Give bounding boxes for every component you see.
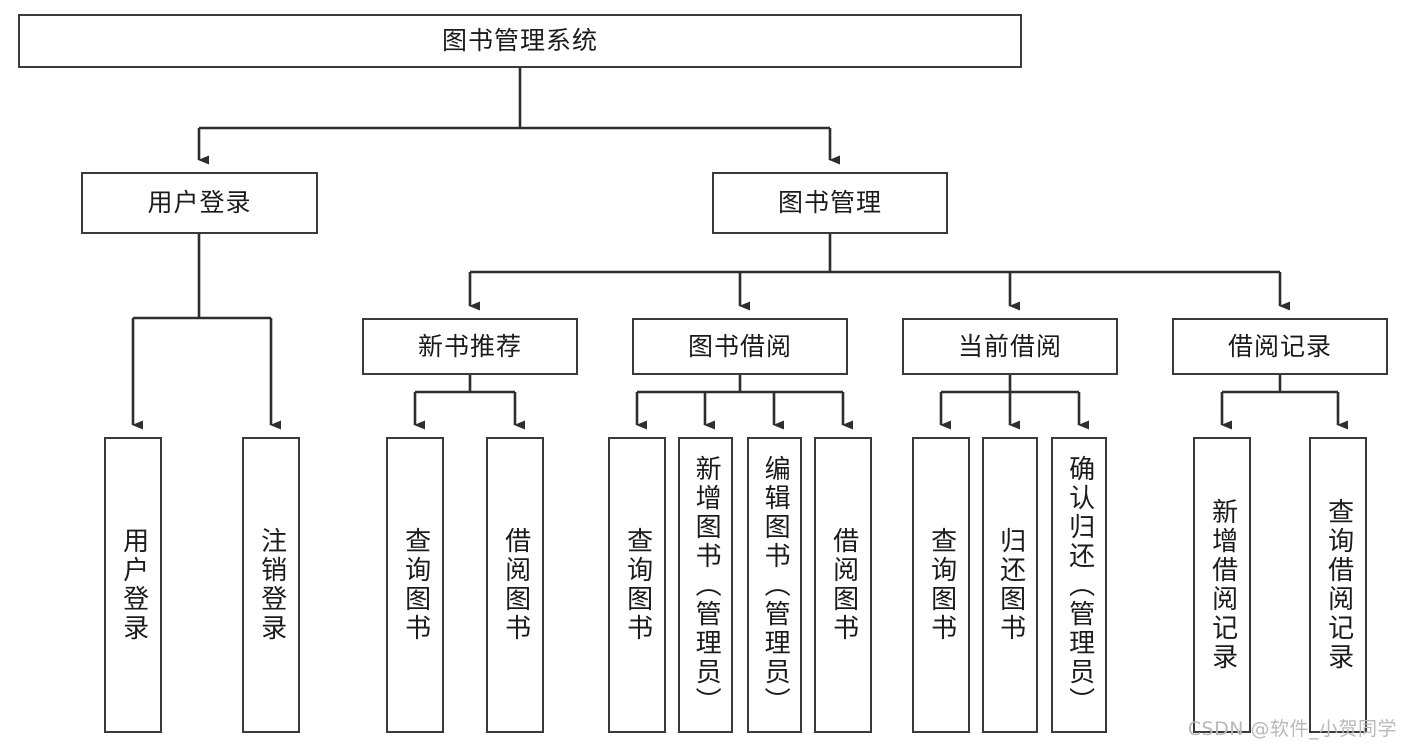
node-label: 查询图书: [622, 527, 653, 643]
node-label: 新增借阅记录: [1207, 498, 1238, 672]
node-root-book-management-system[interactable]: 图书管理系统: [18, 14, 1022, 68]
node-label: 查询图书: [400, 527, 431, 643]
leaf-new-book-borrow-book[interactable]: 借阅图书: [486, 437, 544, 733]
node-label: 借阅图书: [500, 527, 531, 643]
watermark-text: CSDN @软件_小贺同学: [1187, 718, 1397, 740]
leaf-book-borrow-add-book-admin[interactable]: 新增图书（管理员）: [678, 437, 733, 733]
node-book-management[interactable]: 图书管理: [712, 172, 948, 234]
leaf-current-borrow-confirm-return-admin[interactable]: 确认归还（管理员）: [1051, 437, 1107, 733]
node-label: 注销登录: [256, 527, 287, 643]
node-borrow-record[interactable]: 借阅记录: [1172, 318, 1388, 375]
leaf-current-borrow-query-book[interactable]: 查询图书: [912, 437, 970, 733]
node-label: 用户登录: [147, 188, 252, 218]
leaf-borrow-record-query-record[interactable]: 查询借阅记录: [1309, 437, 1367, 733]
node-label: 查询图书: [926, 527, 957, 643]
node-new-book-recommend[interactable]: 新书推荐: [362, 318, 578, 375]
leaf-book-borrow-query-book[interactable]: 查询图书: [608, 437, 666, 733]
leaf-user-login-login[interactable]: 用户登录: [104, 437, 162, 733]
node-label: 新增图书（管理员）: [691, 454, 722, 716]
node-label: 归还图书: [995, 527, 1026, 643]
node-label: 当前借阅: [957, 331, 1062, 361]
leaf-book-borrow-borrow-book[interactable]: 借阅图书: [814, 437, 872, 733]
node-label: 查询借阅记录: [1323, 498, 1354, 672]
leaf-borrow-record-add-record[interactable]: 新增借阅记录: [1193, 437, 1251, 733]
node-label: 确认归还（管理员）: [1064, 454, 1095, 716]
node-label: 编辑图书（管理员）: [760, 454, 791, 716]
node-label: 图书借阅: [687, 331, 792, 361]
node-label: 借阅记录: [1227, 331, 1332, 361]
node-label: 图书管理: [777, 188, 882, 218]
leaf-user-login-logout[interactable]: 注销登录: [242, 437, 300, 733]
node-label: 新书推荐: [417, 331, 522, 361]
node-book-borrow[interactable]: 图书借阅: [632, 318, 848, 375]
node-label: 借阅图书: [828, 527, 859, 643]
leaf-new-book-query-book[interactable]: 查询图书: [386, 437, 444, 733]
node-current-borrow[interactable]: 当前借阅: [902, 318, 1118, 375]
leaf-current-borrow-return-book[interactable]: 归还图书: [982, 437, 1038, 733]
node-user-login[interactable]: 用户登录: [81, 172, 318, 234]
node-label: 图书管理系统: [441, 26, 598, 56]
node-label: 用户登录: [118, 527, 149, 643]
leaf-book-borrow-edit-book-admin[interactable]: 编辑图书（管理员）: [747, 437, 802, 733]
